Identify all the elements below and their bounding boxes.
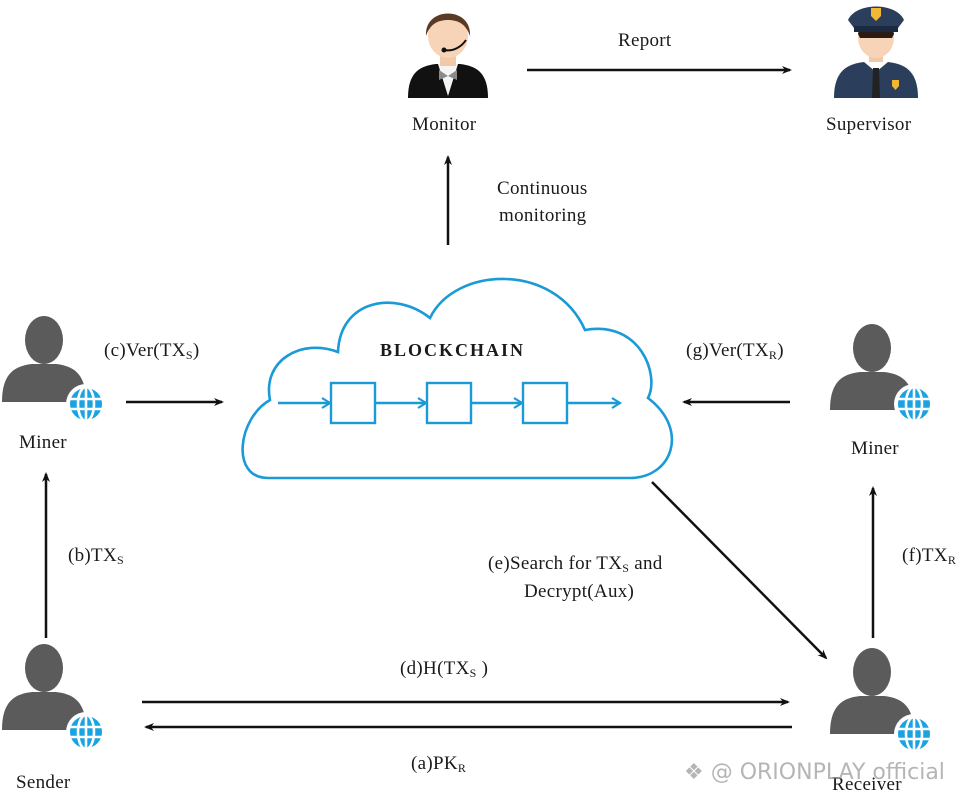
edge-label-d-sub: S <box>469 666 477 680</box>
edge-label-d-suffix: ) <box>476 658 489 679</box>
supervisor-icon <box>834 6 918 98</box>
miner-left-label: Miner <box>19 432 67 453</box>
monitor-icon <box>408 13 488 98</box>
watermark: ❖ @ ORIONPLAY official <box>684 760 945 785</box>
blockchain-to-receiver-arrow <box>651 481 828 660</box>
supervisor-label: Supervisor <box>826 114 912 135</box>
report-label: Report <box>618 30 672 51</box>
edge-label-a: (a)PKR <box>411 753 466 776</box>
edge-label-c-suffix: ) <box>192 340 200 361</box>
continuous-label-line1: Continuous <box>497 178 588 199</box>
block-2 <box>425 381 473 425</box>
blockchain-cloud <box>241 277 674 480</box>
edge-label-g: (g)Ver(TXR) <box>686 340 784 363</box>
edge-label-f: (f)TXR <box>902 545 956 568</box>
edge-label-a-text: (a)PK <box>411 753 458 774</box>
edge-label-e-suffix: and <box>629 553 663 574</box>
edge-label-g-suffix: ) <box>777 340 784 361</box>
edge-label-e-line1: (e)Search for TXS and <box>488 553 663 576</box>
edge-label-b-sub: S <box>116 553 124 567</box>
edge-label-c-text: (c)Ver(TX <box>104 340 186 361</box>
blockchain-title: BLOCKCHAIN <box>380 340 526 360</box>
edge-label-g-text: (g)Ver(TX <box>686 340 769 361</box>
continuous-label-line2: monitoring <box>499 205 587 226</box>
edge-label-f-text: (f)TX <box>902 545 948 566</box>
edge-label-c-sub: S <box>185 348 193 362</box>
edge-label-g-sub: R <box>768 348 778 362</box>
edge-label-e-sub: S <box>622 561 630 575</box>
receiver-label: Receiver <box>832 774 902 795</box>
edge-label-e-line2: Decrypt(Aux) <box>524 581 635 602</box>
edge-label-d-text: (d)H(TX <box>400 658 470 679</box>
edge-label-f-sub: R <box>947 553 957 567</box>
edge-label-d: (d)H(TXS ) <box>400 658 488 681</box>
sender-label: Sender <box>16 772 71 793</box>
edge-label-b: (b)TXS <box>68 545 124 568</box>
block-3 <box>521 381 569 425</box>
receiver-icon <box>830 648 936 756</box>
miner-right-label: Miner <box>851 438 899 459</box>
monitor-label: Monitor <box>412 114 477 135</box>
block-1 <box>329 381 377 425</box>
sender-icon <box>2 644 108 754</box>
miner-right-icon <box>830 324 936 426</box>
miner-left-icon <box>2 316 108 426</box>
edge-label-e-text: (e)Search for TX <box>488 553 623 574</box>
edge-label-c: (c)Ver(TXS) <box>104 340 199 363</box>
block-chain <box>278 381 623 425</box>
edge-label-a-sub: R <box>457 761 467 775</box>
edge-label-b-text: (b)TX <box>68 545 117 566</box>
